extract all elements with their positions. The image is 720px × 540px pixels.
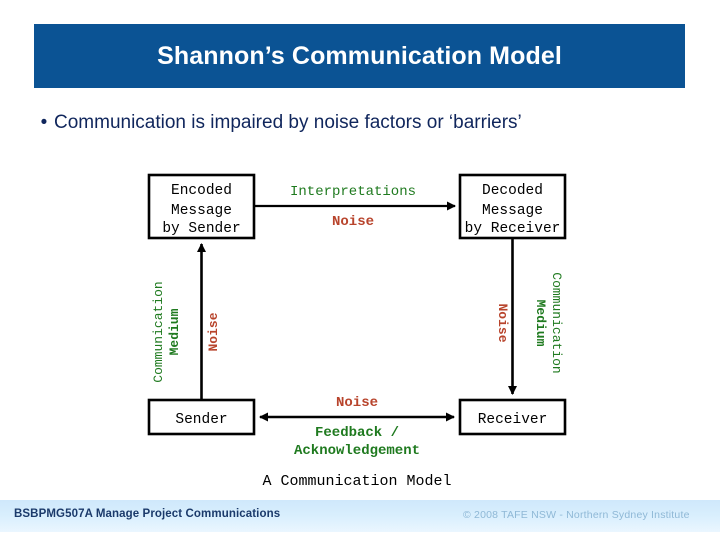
footer bbox=[0, 458, 720, 540]
diagram-svg: Encoded Message by Sender Decoded Messag… bbox=[147, 173, 567, 490]
label-feedback-line2: Acknowledgement bbox=[294, 443, 420, 459]
label-communication-medium-right-line1: Communication bbox=[549, 272, 564, 373]
bullet-list: • Communication is impaired by noise fac… bbox=[34, 110, 694, 136]
box-receiver bbox=[458, 398, 567, 436]
box-decoded-line1: Decoded bbox=[482, 183, 543, 199]
box-encoded-message bbox=[147, 173, 256, 240]
communication-model-diagram: Encoded Message by Sender Decoded Messag… bbox=[110, 160, 610, 495]
box-receiver-label: Receiver bbox=[478, 412, 548, 428]
page-title: Shannon’s Communication Model bbox=[157, 41, 562, 70]
box-decoded-line3: by Receiver bbox=[465, 221, 561, 237]
label-feedback-line1: Feedback / bbox=[315, 425, 399, 441]
box-encoded-line3: by Sender bbox=[162, 221, 240, 237]
box-decoded-message bbox=[458, 173, 567, 240]
box-decoded-line2: Message bbox=[482, 203, 543, 219]
diagram-caption: A Communication Model bbox=[262, 473, 451, 490]
footer-copyright: © 2008 TAFE NSW - Northern Sydney Instit… bbox=[463, 509, 690, 521]
slide-title-bar: Shannon’s Communication Model bbox=[34, 24, 685, 88]
footer-bar bbox=[0, 500, 720, 532]
label-interpretations: Interpretations bbox=[290, 184, 416, 200]
bullet-marker-icon: • bbox=[40, 112, 48, 133]
box-encoded-line2: Message bbox=[171, 203, 232, 219]
label-noise-top: Noise bbox=[332, 214, 374, 230]
bullet-item-text: Communication is impaired by noise facto… bbox=[54, 112, 522, 133]
label-communication-medium-right-line2: Medium bbox=[533, 300, 548, 347]
box-encoded-line1: Encoded bbox=[171, 183, 232, 199]
label-noise-right: Noise bbox=[495, 303, 510, 342]
footer-course-code: BSBPMG507A Manage Project Communications bbox=[14, 508, 281, 520]
box-sender-label: Sender bbox=[175, 412, 227, 428]
label-communication-medium-left-line1: Communication bbox=[151, 281, 166, 382]
label-communication-medium-left-line2: Medium bbox=[167, 308, 182, 355]
label-noise-bottom: Noise bbox=[336, 395, 378, 411]
label-noise-left: Noise bbox=[206, 312, 221, 351]
